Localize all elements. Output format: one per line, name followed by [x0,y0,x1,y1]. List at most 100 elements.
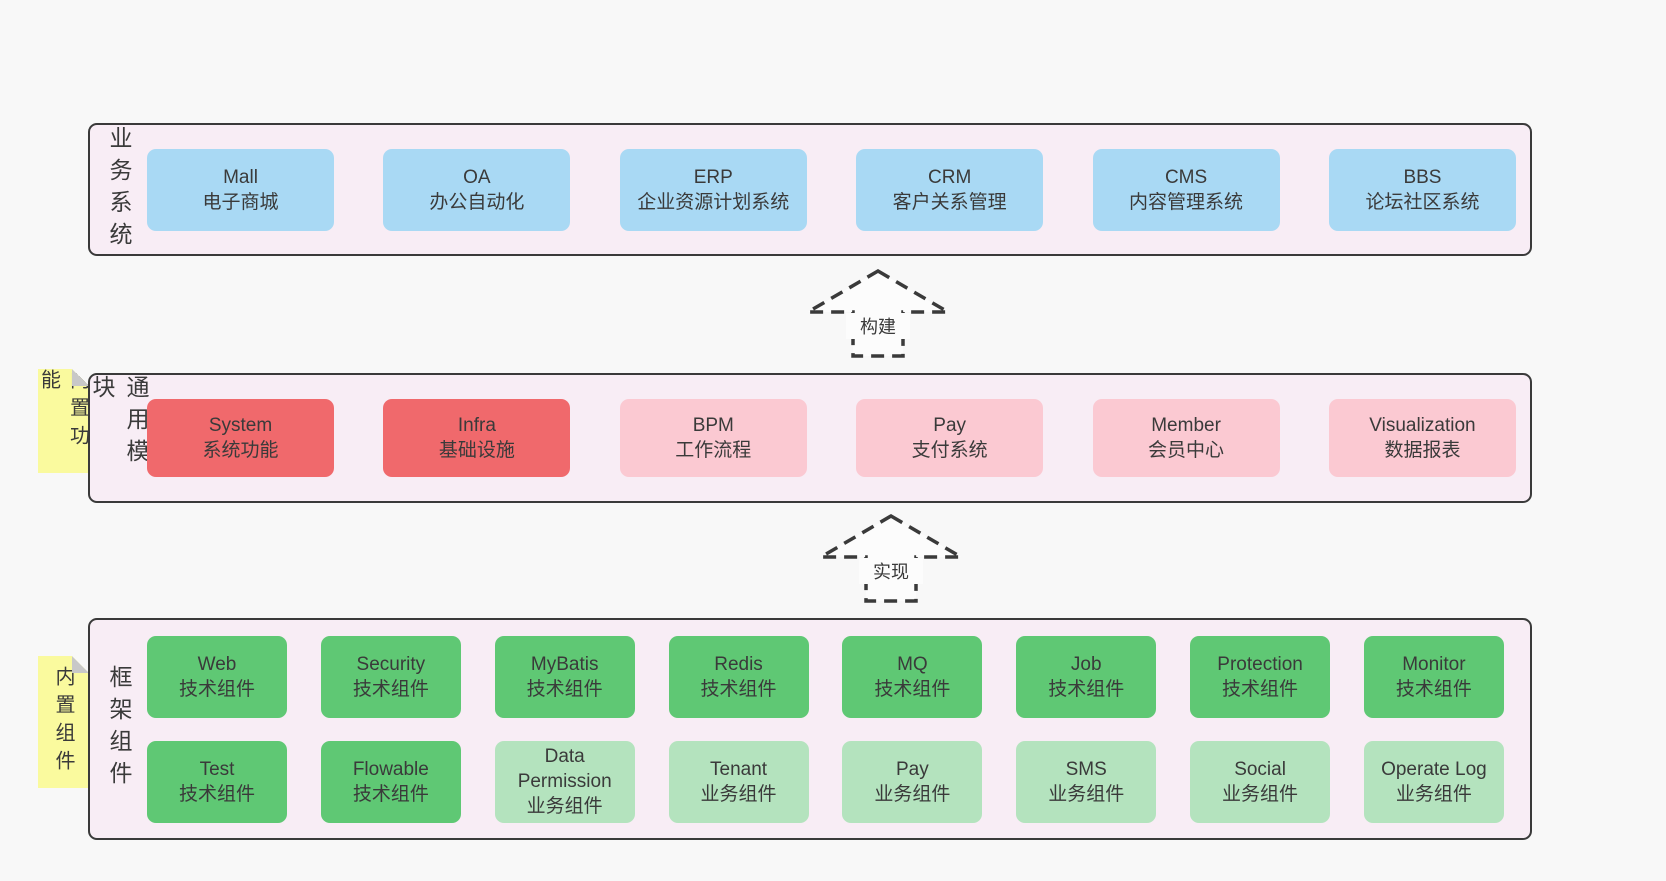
box-test: Test 技术组件 [147,740,287,823]
box-subtitle: 基础设施 [438,440,515,461]
box-subtitle: 技术组件 [1395,678,1472,700]
box-subtitle: 技术组件 [352,783,429,805]
box-title: MQ [897,653,928,675]
box-mq: MQ 技术组件 [842,635,983,718]
box-visualization: Visualization 数据报表 [1328,399,1516,477]
box-oa: OA 办公自动化 [383,148,571,231]
box-title: Test [199,758,235,780]
box-subtitle: 会员中心 [1148,440,1225,461]
box-title: CMS [1164,166,1208,188]
components-box-rows: Web 技术组件 Security 技术组件 MyBatis 技术组件 Redi… [147,620,1504,838]
panel-common-modules: 通用模块 System 系统功能 Infra 基础设施 BPM 工作流程 Pay… [88,373,1532,503]
box-crm: CRM 客户关系管理 [856,148,1044,231]
sticky-label: 内置功能 [37,369,89,453]
box-title: Redis [714,653,763,675]
box-data-permission: Data Permission 业务组件 [494,740,635,823]
box-subtitle: 技术组件 [700,678,777,700]
sticky-built-in-components: 内置组件 [38,656,89,788]
box-title: System [208,415,273,436]
box-tenant: Tenant 业务组件 [668,740,809,823]
box-sms: SMS 业务组件 [1016,740,1157,823]
box-subtitle: 技术组件 [526,678,603,700]
components-row-2: Test 技术组件 Flowable 技术组件 Data Permission … [147,740,1504,823]
box-subtitle: 技术组件 [874,678,951,700]
box-web: Web 技术组件 [147,635,287,718]
sticky-built-in-features: 内置功能 [38,369,89,473]
box-subtitle: 办公自动化 [429,191,525,213]
box-subtitle: 论坛社区系统 [1365,191,1480,213]
panel-business-systems: 业务系统 Mall 电子商城 OA 办公自动化 ERP 企业资源计划系统 CRM… [88,123,1532,256]
box-title: Operate Log [1381,758,1487,780]
box-subtitle: 业务组件 [526,796,603,817]
box-title: BPM [692,415,734,436]
panel-side-label: 通用模块 [89,375,149,471]
panel-side-label: 业务系统 [106,125,132,254]
box-flowable: Flowable 技术组件 [320,740,461,823]
implement-arrow-icon: 实现 [814,513,968,605]
box-title: Mall [223,166,258,188]
box-subtitle: 技术组件 [1048,678,1125,700]
box-protection: Protection 技术组件 [1190,635,1331,718]
box-pay-component: Pay 业务组件 [842,740,983,823]
box-title: Pay [896,758,929,780]
sticky-label: 内置组件 [52,666,74,778]
box-job: Job 技术组件 [1016,635,1157,718]
box-subtitle: 电子商城 [202,191,279,213]
box-title: Flowable [352,758,429,780]
folded-corner-icon [72,656,89,673]
business-box-row: Mall 电子商城 OA 办公自动化 ERP 企业资源计划系统 CRM 客户关系… [147,125,1516,254]
box-operate-log: Operate Log 业务组件 [1363,740,1504,823]
box-erp: ERP 企业资源计划系统 [619,148,807,231]
box-subtitle: 业务组件 [1222,783,1299,805]
box-subtitle: 技术组件 [1222,678,1299,700]
box-title: Infra [457,415,496,436]
box-title: MyBatis [530,653,599,675]
box-security: Security 技术组件 [320,635,461,718]
box-title: Job [1070,653,1102,675]
box-title: Security [356,653,426,675]
box-subtitle: 企业资源计划系统 [637,191,790,213]
box-subtitle: 客户关系管理 [892,191,1007,213]
components-row-1: Web 技术组件 Security 技术组件 MyBatis 技术组件 Redi… [147,635,1504,718]
box-subtitle: 系统功能 [202,440,279,461]
box-subtitle: 工作流程 [675,440,752,461]
box-title: Visualization [1369,415,1476,436]
box-mall: Mall 电子商城 [147,148,334,231]
box-subtitle: 业务组件 [874,783,951,805]
box-system: System 系统功能 [147,399,334,477]
box-mybatis: MyBatis 技术组件 [494,635,635,718]
box-subtitle: 技术组件 [352,678,429,700]
box-title: Tenant [710,758,768,780]
box-subtitle: 业务组件 [1395,783,1472,805]
box-title: OA [463,166,491,188]
box-subtitle: 业务组件 [700,783,777,805]
box-subtitle: 数据报表 [1384,440,1461,461]
box-pay-module: Pay 支付系统 [856,399,1044,477]
box-subtitle: 业务组件 [1048,783,1125,805]
box-monitor: Monitor 技术组件 [1363,635,1504,718]
box-title: ERP [693,166,733,188]
modules-box-row: System 系统功能 Infra 基础设施 BPM 工作流程 Pay 支付系统… [147,375,1516,501]
box-title: SMS [1065,758,1107,780]
box-subtitle: 技术组件 [178,783,255,805]
box-bbs: BBS 论坛社区系统 [1328,148,1516,231]
panel-framework-components: 框架组件 Web 技术组件 Security 技术组件 MyBatis 技术组件… [88,618,1532,840]
box-title: Data Permission [517,746,612,792]
panel-side-label: 框架组件 [106,665,132,793]
box-title: CRM [928,166,972,188]
box-title: Social [1234,758,1286,780]
box-bpm: BPM 工作流程 [619,399,807,477]
box-title: Member [1151,415,1221,436]
box-cms: CMS 内容管理系统 [1092,148,1280,231]
box-redis: Redis 技术组件 [668,635,809,718]
arrow-label: 实现 [859,558,923,584]
build-arrow-icon: 构建 [801,268,955,360]
box-title: BBS [1403,166,1442,188]
arrow-label: 构建 [846,313,910,339]
box-subtitle: 技术组件 [178,678,255,700]
box-subtitle: 支付系统 [911,440,988,461]
box-member: Member 会员中心 [1092,399,1280,477]
box-title: Protection [1217,653,1303,675]
box-title: Pay [933,415,967,436]
